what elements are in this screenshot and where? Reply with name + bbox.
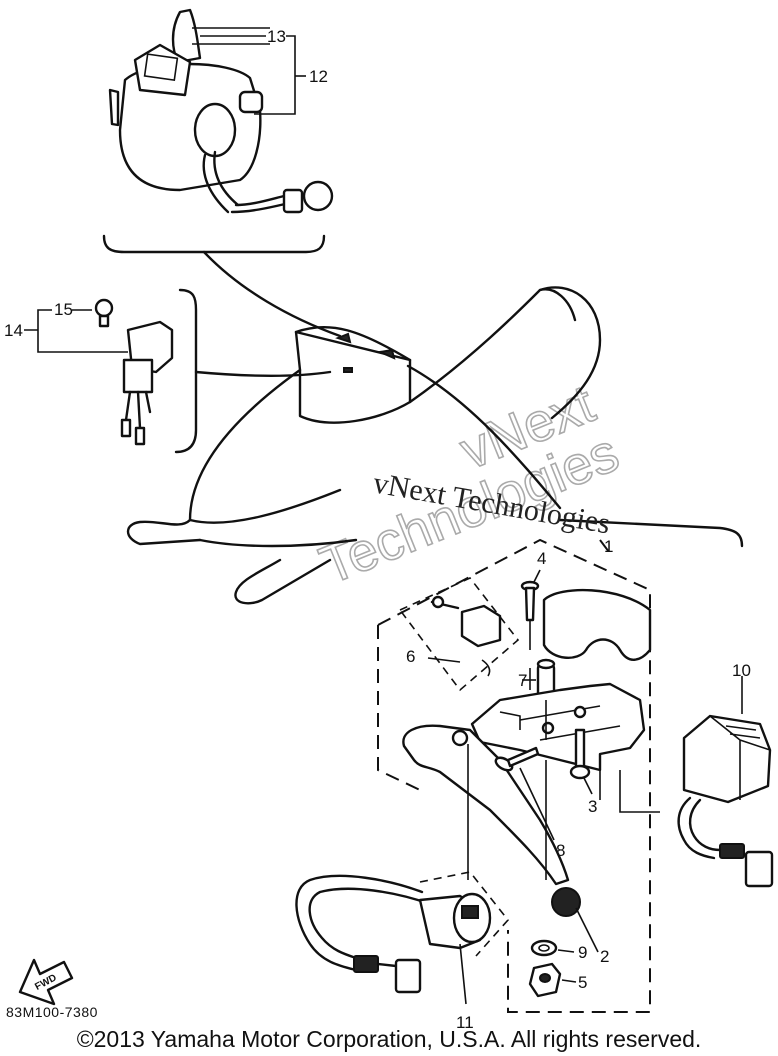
label-6: 6 — [406, 647, 415, 666]
inset-bracket-right — [558, 518, 744, 548]
light-socket-assembly — [24, 298, 174, 446]
label-13: 13 — [267, 27, 286, 46]
screw-8 — [494, 746, 555, 841]
label-14: 14 — [4, 321, 23, 340]
cover-cap — [542, 588, 652, 661]
connector-line-top — [202, 250, 342, 338]
label-2: 2 — [600, 947, 609, 966]
lever-2 — [402, 724, 581, 917]
label-15: 15 — [54, 300, 73, 319]
label-3: 3 — [588, 797, 597, 816]
inset-bracket-top — [102, 234, 326, 254]
screw-4 — [520, 580, 540, 690]
washer-9 — [530, 939, 575, 957]
screw-3 — [569, 728, 593, 795]
connector-line-mid — [406, 364, 562, 510]
lever-assembly-frame — [377, 538, 651, 1013]
item-6-group — [398, 577, 520, 692]
connector-line-left — [194, 370, 332, 377]
label-9: 9 — [578, 943, 587, 962]
guide-lines — [467, 700, 660, 880]
switch-11 — [295, 871, 510, 1005]
switch-housing-assembly — [108, 8, 334, 214]
snowmobile-body — [126, 286, 602, 605]
label-8: 8 — [556, 841, 565, 860]
forward-arrow-icon: FWD — [18, 958, 74, 1006]
label-1: 1 — [604, 537, 613, 556]
copyright-notice: ©2013 Yamaha Motor Corporation, U.S.A. A… — [76, 1026, 702, 1052]
label-4: 4 — [537, 549, 546, 568]
label-11: 11 — [456, 1013, 474, 1032]
nut-5 — [528, 962, 577, 998]
label-7: 7 — [518, 671, 527, 690]
label-13-leader — [200, 35, 306, 115]
label-5: 5 — [578, 973, 587, 992]
label-12: 12 — [309, 67, 328, 86]
inset-bracket-left — [174, 288, 198, 454]
relay-unit-10 — [677, 676, 774, 888]
part-code: 83M100-7380 — [6, 1004, 98, 1020]
label-10: 10 — [732, 661, 751, 680]
